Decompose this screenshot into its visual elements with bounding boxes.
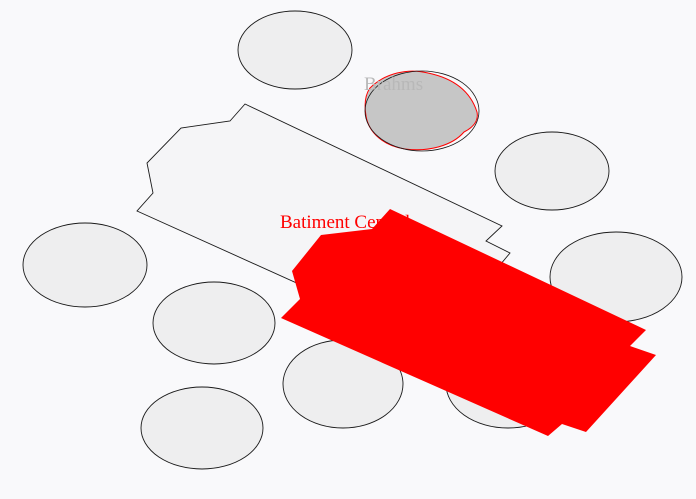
brahms-building[interactable] bbox=[364, 70, 478, 151]
building-left[interactable] bbox=[22, 222, 148, 308]
brahms-outline bbox=[364, 70, 480, 152]
building-middle-left[interactable] bbox=[152, 281, 276, 365]
building-top[interactable] bbox=[237, 10, 353, 90]
brahms-label: Brahms bbox=[364, 74, 423, 95]
batiment-central-label: Batiment Central bbox=[280, 212, 410, 233]
batiment-central-highlight[interactable] bbox=[281, 209, 656, 436]
building-right-upper[interactable] bbox=[494, 131, 610, 211]
building-bottom-left[interactable] bbox=[140, 386, 264, 470]
